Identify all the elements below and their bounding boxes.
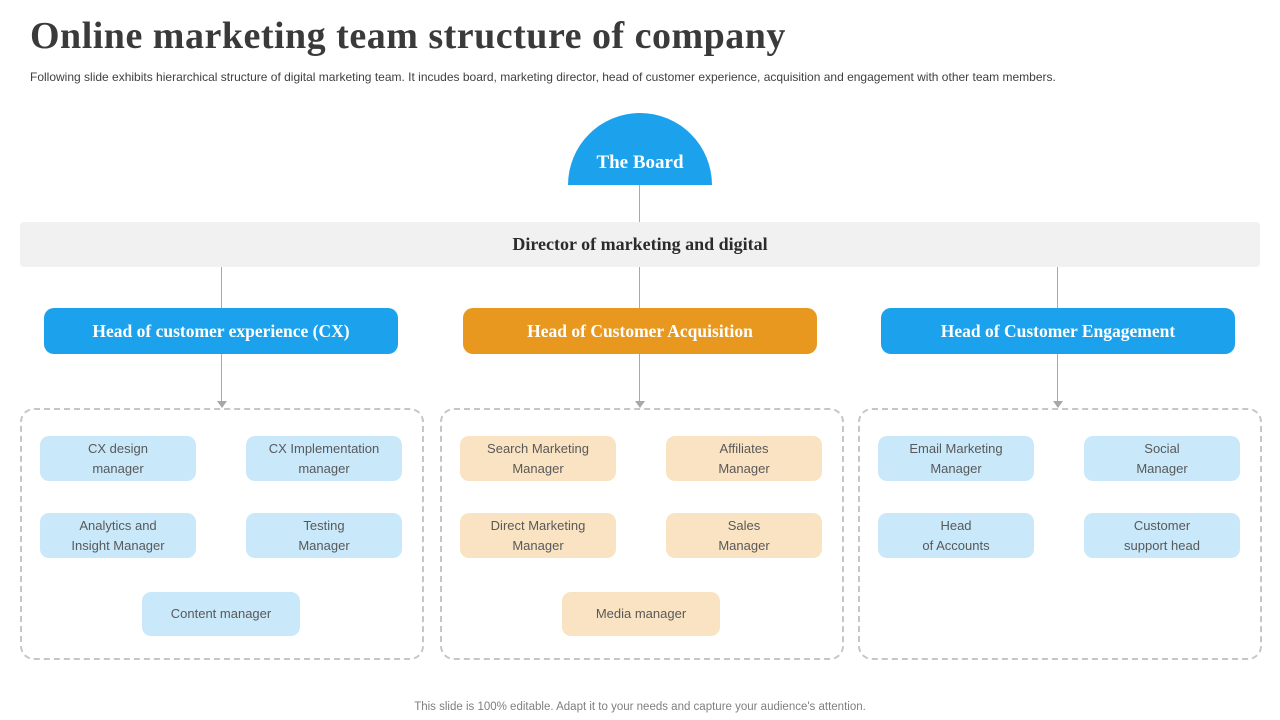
head-engagement-label: Head of Customer Engagement <box>940 320 1176 341</box>
role-box-sales-manager: Sales Manager <box>666 499 838 558</box>
role-panel-acquisition: Search Marketing Manager Affiliates Mana… <box>440 408 844 660</box>
role-label: of Accounts <box>922 537 990 553</box>
role-box-testing-manager: Testing Manager <box>246 499 418 558</box>
role-label: Manager <box>512 537 564 553</box>
role-box-email-marketing-manager: Email Marketing Manager <box>878 436 1034 481</box>
head-acquisition-label: Head of Customer Acquisition <box>527 320 753 341</box>
role-label: Manager <box>512 460 564 476</box>
role-label: manager <box>92 460 144 476</box>
director-label: Director of marketing and digital <box>512 234 768 254</box>
role-box-customer-support-head: Customer support head <box>1084 499 1256 558</box>
connector-director-head-engagement <box>1057 267 1058 308</box>
arrow-stem <box>1057 354 1058 401</box>
role-label: Sales <box>727 518 761 533</box>
role-label: manager <box>298 460 350 476</box>
page-title: Online marketing team structure of compa… <box>30 15 786 57</box>
arrow-stem <box>639 354 640 401</box>
role-box-direct-marketing-manager: Direct Marketing Manager <box>460 499 632 558</box>
role-box-analytics-insight-manager: Analytics and Insight Manager <box>40 499 212 558</box>
arrow-stem <box>221 354 222 401</box>
role-box-content-manager: Content manager <box>142 578 316 636</box>
role-box-cx-implementation-manager: CX Implementation manager <box>246 436 402 481</box>
role-box-media-manager: Media manager <box>562 578 736 636</box>
org-node-head-acquisition: Head of Customer Acquisition <box>463 308 817 354</box>
role-label: Manager <box>718 460 770 476</box>
role-label: Customer <box>1133 518 1191 533</box>
role-label: CX Implementation <box>268 441 380 456</box>
role-box-head-of-accounts: Head of Accounts <box>878 499 1050 558</box>
role-label: Affiliates <box>719 441 769 456</box>
role-label: Email Marketing <box>909 441 1003 456</box>
role-box-affiliates-manager: Affiliates Manager <box>666 436 822 481</box>
role-label: Analytics and <box>79 518 157 533</box>
role-panel-engagement: Email Marketing Manager Social Manager H… <box>858 408 1262 660</box>
footer-note: This slide is 100% editable. Adapt it to… <box>414 701 866 713</box>
role-box-search-marketing-manager: Search Marketing Manager <box>460 436 616 481</box>
page-subtitle: Following slide exhibits hierarchical st… <box>30 70 1056 84</box>
arrow-down-icon <box>1052 401 1063 408</box>
connector-board-director <box>639 185 640 222</box>
org-node-director: Director of marketing and digital <box>20 222 1260 267</box>
role-label: Content manager <box>170 606 272 622</box>
role-label: Social <box>1144 441 1180 456</box>
role-label: Head <box>940 518 972 533</box>
role-label: Manager <box>298 537 350 553</box>
role-label: Manager <box>1136 460 1188 476</box>
role-label: Search Marketing <box>487 441 589 456</box>
arrow-down-icon <box>216 401 227 408</box>
head-cx-label: Head of customer experience (CX) <box>92 320 350 341</box>
role-label: Manager <box>718 537 770 553</box>
org-node-head-engagement: Head of Customer Engagement <box>881 308 1235 354</box>
role-box-cx-design-manager: CX design manager <box>40 436 196 481</box>
role-box-social-manager: Social Manager <box>1084 436 1240 481</box>
role-label: Insight Manager <box>71 537 165 553</box>
role-label: Media manager <box>595 606 687 622</box>
role-label: Manager <box>930 460 982 476</box>
board-label: The Board <box>596 152 684 173</box>
role-label: support head <box>1124 537 1200 553</box>
role-label: CX design <box>88 441 148 456</box>
arrow-head-engagement-to-panel <box>1052 354 1063 408</box>
role-label: Direct Marketing <box>490 518 586 533</box>
org-node-board: The Board <box>568 113 712 185</box>
org-node-head-cx: Head of customer experience (CX) <box>44 308 398 354</box>
arrow-head-acquisition-to-panel <box>634 354 645 408</box>
role-label: Testing <box>303 518 345 533</box>
connector-director-head-cx <box>221 267 222 308</box>
role-panel-cx: CX design manager CX Implementation mana… <box>20 408 424 660</box>
connector-director-head-acquisition <box>639 267 640 308</box>
arrow-head-cx-to-panel <box>216 354 227 408</box>
arrow-down-icon <box>634 401 645 408</box>
